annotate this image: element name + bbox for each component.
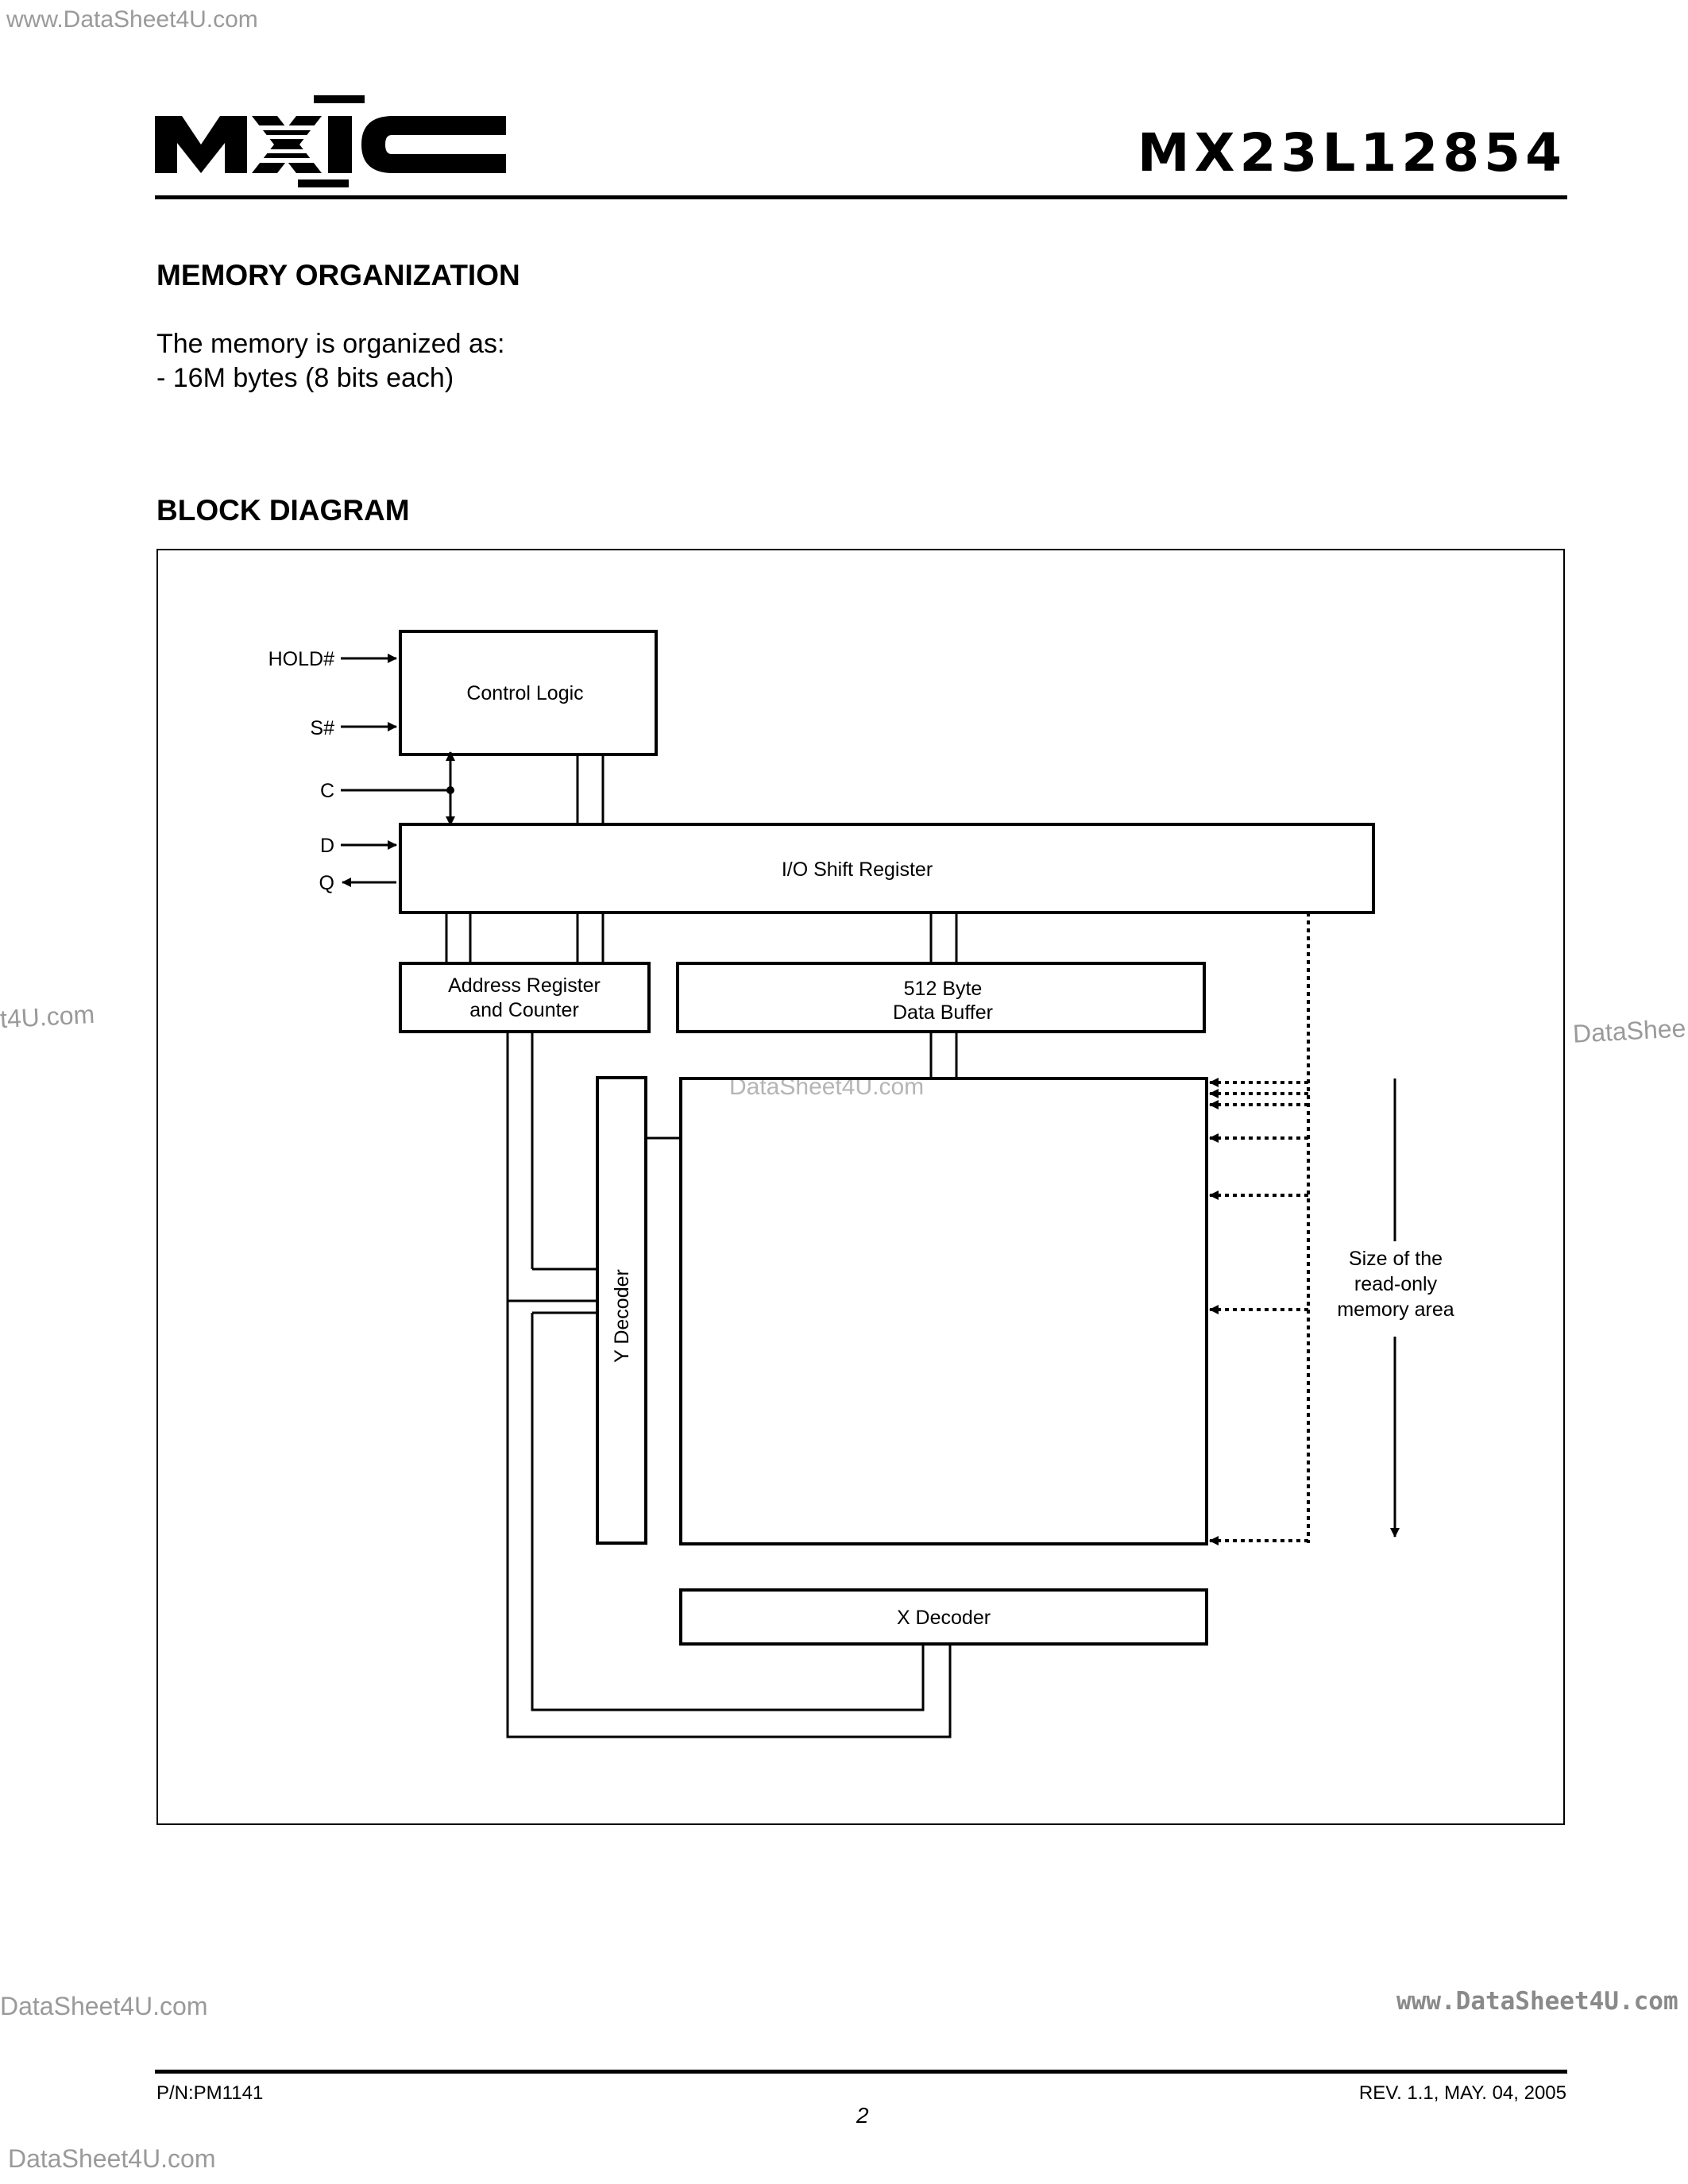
memory-organization-line: - 16M bytes (8 bits each): [156, 363, 454, 393]
size-label: memory area: [1337, 1298, 1454, 1321]
data-buffer-block: [676, 962, 1206, 1033]
watermark-footer-left: DataSheet4U.com: [8, 2144, 216, 2173]
watermark-mid-left: t4U.com: [0, 999, 95, 1034]
io-shift-register-label: I/O Shift Register: [782, 859, 933, 881]
memory-array-block: [679, 1077, 1208, 1545]
memory-organization-heading: MEMORY ORGANIZATION: [156, 259, 520, 291]
control-logic-label: Control Logic: [466, 682, 583, 704]
signal-q-label: Q: [319, 872, 334, 894]
footer-revision: REV. 1.1, MAY. 04, 2005: [1358, 2082, 1566, 2104]
size-label-background: [1330, 1241, 1465, 1337]
x-decoder-label: X Decoder: [897, 1607, 991, 1629]
address-register-label: and Counter: [469, 999, 579, 1021]
memory-organization-line: The memory is organized as:: [156, 329, 505, 359]
company-logo: [155, 94, 512, 191]
address-bus-x: [531, 1313, 925, 1711]
size-label: read-only: [1354, 1273, 1438, 1295]
watermark-bottom-left: DataSheet4U.com: [0, 1992, 208, 2020]
header-rule: [155, 195, 1567, 199]
footer-rule: [155, 2070, 1567, 2074]
part-number: MX23L12854: [1137, 122, 1566, 183]
watermark-mid-right: DataShee: [1572, 1013, 1687, 1048]
size-label: Size of the: [1349, 1248, 1443, 1270]
signal-hold-label: HOLD#: [268, 648, 334, 670]
address-register-label: Address Register: [448, 974, 601, 997]
io-shift-register-block: [399, 823, 1375, 914]
data-buffer-label: Data Buffer: [893, 1001, 993, 1024]
signal-c-label: C: [320, 780, 334, 802]
x-decoder-block: [679, 1588, 1208, 1646]
y-decoder-block: [596, 1076, 647, 1545]
y-decoder-label: Y Decoder: [611, 1269, 633, 1363]
signal-d-label: D: [320, 835, 334, 857]
block-diagram-heading: BLOCK DIAGRAM: [156, 494, 410, 527]
control-logic-block: [399, 630, 658, 756]
page-number: 2: [856, 2103, 869, 2128]
block-diagram: HOLD# S# C D Q Control Logic I/O Shift R…: [268, 630, 1465, 1738]
footer-part-no: P/N:PM1141: [156, 2082, 264, 2104]
signal-s-label: S#: [310, 717, 334, 739]
address-bus-x: [506, 1313, 952, 1738]
address-register-block: [399, 962, 651, 1033]
memory-organization-text: The memory is organized as: - 16M bytes …: [156, 327, 504, 396]
watermark-bottom-right: www.DataSheet4U.com: [1396, 1987, 1678, 2016]
address-bus-y: [506, 1032, 597, 1302]
mxic-logo-graphic: [155, 95, 506, 187]
watermark-top-left: www.DataSheet4U.com: [6, 6, 258, 33]
block-diagram-frame: HOLD# S# C D Q Control Logic I/O Shift R…: [156, 549, 1565, 1825]
data-buffer-label: 512 Byte: [904, 978, 983, 1000]
c-junction-dot: [446, 786, 454, 794]
